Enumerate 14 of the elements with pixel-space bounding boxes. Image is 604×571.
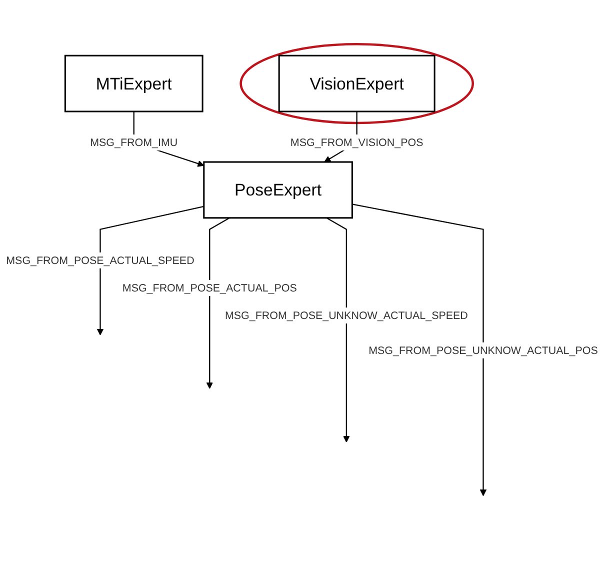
edge-label: MSG_FROM_IMU (90, 136, 178, 148)
node-box: PoseExpert (203, 162, 353, 219)
edge-label: MSG_FROM_VISION_POS (290, 136, 424, 148)
edge-label: MSG_FROM_POSE_ACTUAL_SPEED (6, 254, 194, 266)
node-box: VisionExpert (278, 55, 436, 112)
edge-label: MSG_FROM_POSE_ACTUAL_POS (122, 282, 297, 294)
arrow (96, 206, 204, 336)
arrow (206, 218, 230, 390)
arrow (352, 204, 487, 496)
edge-label: MSG_FROM_POSE_UNKNOW_ACTUAL_POS (368, 344, 598, 356)
cluster (240, 43, 474, 124)
edge-label: MSG_FROM_POSE_UNKNOW_ACTUAL_SPEED (224, 309, 468, 322)
arrow (326, 218, 350, 443)
node-box: MTiExpert (64, 55, 204, 112)
